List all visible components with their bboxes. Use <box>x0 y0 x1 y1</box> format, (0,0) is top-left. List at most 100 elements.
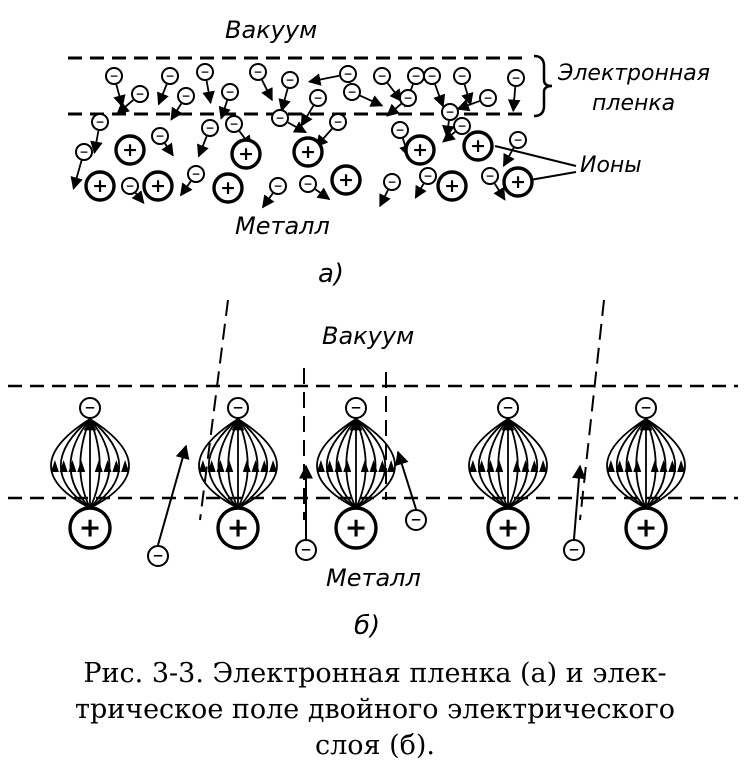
electron-34: − <box>419 167 437 185</box>
ion-7: + <box>330 164 362 196</box>
free-electron-3-sign: − <box>410 512 421 528</box>
film-brace <box>533 54 553 118</box>
electron-3-sign: − <box>200 65 209 78</box>
electron-27: − <box>151 127 169 145</box>
electron-14-sign: − <box>225 85 234 98</box>
electron-velocity-arrow-28 <box>70 160 83 190</box>
surface-ion-1: + <box>68 506 112 550</box>
free-electron-4: − <box>563 539 585 561</box>
field-arrowhead-3-3 <box>325 460 334 472</box>
field-arrowhead-2-1 <box>225 460 234 472</box>
electron-velocity-arrow-17 <box>386 103 402 117</box>
surface-electron-2: − <box>227 397 249 419</box>
electron-30-sign: − <box>191 167 200 180</box>
field-arrowhead-3-5 <box>360 460 369 472</box>
field-line-2-3 <box>207 418 239 509</box>
field-arrowhead-3-7 <box>378 460 387 472</box>
caption-line-1: Рис. 3-3. Электронная пленка (а) и элек- <box>83 658 667 689</box>
electron-10: − <box>453 67 471 85</box>
ion-7-sign: + <box>338 169 354 191</box>
film-label-line2: пленка <box>592 91 675 116</box>
electron-velocity-arrow-32 <box>314 187 331 200</box>
dipole-cell-1: −+ <box>50 397 130 550</box>
cell-divider-4 <box>579 299 605 521</box>
field-line-5-4 <box>606 418 647 509</box>
panel-b: Вакуум −+−+−+−+−+ −−−− Металл б) <box>8 299 738 641</box>
surface-ion-1-sign: + <box>79 512 102 543</box>
panel-a-metal-label: Металл <box>235 212 330 240</box>
panel-a-particles: −−−−−−−−−−−−−−−−−−−−−−−−−−−−−−−−−−−−++++… <box>70 63 534 209</box>
electron-24-sign: − <box>395 123 404 136</box>
field-line-5-7 <box>645 418 677 509</box>
electron-velocity-arrow-5 <box>278 88 291 112</box>
electron-velocity-arrow-1 <box>113 84 126 108</box>
field-line-3-3 <box>325 418 357 509</box>
electron-36-sign: − <box>445 105 454 118</box>
panel-a: Вакуум Электронная пленка Ионы Металл а)… <box>68 16 710 289</box>
ions-pointer-1 <box>494 145 577 167</box>
field-arrowhead-5-1 <box>633 460 642 472</box>
electron-17: − <box>399 89 417 107</box>
surface-electron-3-sign: − <box>350 400 361 416</box>
electron-24: − <box>391 121 409 139</box>
electron-18-sign: − <box>483 91 492 104</box>
field-arrowhead-2-7 <box>260 460 269 472</box>
surface-electron-1: − <box>79 397 101 419</box>
free-electron-1-sign: − <box>152 548 163 564</box>
electron-21-sign: − <box>275 111 284 124</box>
electron-5-sign: − <box>285 73 294 86</box>
electron-32: − <box>299 175 317 193</box>
dipole-cell-2: −+ <box>198 397 278 550</box>
free-electron-trajectory-3 <box>395 450 417 510</box>
field-arrowhead-1-5 <box>94 460 103 472</box>
field-arrowhead-5-2 <box>624 460 633 472</box>
electron-velocity-arrow-9 <box>433 84 446 108</box>
electron-2: − <box>161 67 179 85</box>
panel-a-vacuum-label: Вакуум <box>225 16 317 44</box>
electron-10-sign: − <box>457 69 466 82</box>
ion-5-sign: + <box>220 177 236 199</box>
field-arrowhead-1-2 <box>68 460 77 472</box>
electron-31: − <box>269 177 287 195</box>
free-electron-trajectory-1 <box>157 444 190 546</box>
electron-velocity-arrow-29 <box>131 190 145 205</box>
field-arrowhead-5-4 <box>606 460 615 472</box>
electron-19: − <box>91 113 109 131</box>
electron-15-sign: − <box>313 91 322 104</box>
electron-4: − <box>249 63 267 81</box>
electron-8: − <box>407 67 425 85</box>
electron-velocity-arrow-15 <box>300 105 315 127</box>
field-line-3-4 <box>316 418 357 509</box>
field-arrowhead-1-4 <box>50 460 59 472</box>
electron-16: − <box>343 83 361 101</box>
ion-11: + <box>502 166 534 198</box>
surface-electron-4: − <box>497 397 519 419</box>
electron-velocity-arrow-33 <box>379 189 391 208</box>
ion-6-sign: + <box>300 141 316 163</box>
electron-velocity-arrow-4 <box>261 79 273 102</box>
ion-10-sign: + <box>470 135 486 157</box>
ion-1: + <box>114 134 146 166</box>
electron-8-sign: − <box>411 69 420 82</box>
electron-30: − <box>187 165 205 183</box>
electron-4-sign: − <box>253 65 262 78</box>
electron-velocity-arrow-18 <box>456 99 480 112</box>
electron-1-sign: − <box>109 69 118 82</box>
electron-7: − <box>373 67 391 85</box>
electron-23-sign: − <box>457 119 466 132</box>
surface-electron-2-sign: − <box>232 400 243 416</box>
field-line-1-4 <box>50 418 91 509</box>
ions-label: Ионы <box>580 153 642 178</box>
panel-b-label: б) <box>354 611 380 641</box>
ion-9-sign: + <box>444 175 460 197</box>
electron-7-sign: − <box>377 69 386 82</box>
electron-velocity-arrow-2 <box>157 84 169 106</box>
field-arrowhead-4-7 <box>530 460 539 472</box>
field-arrowhead-1-3 <box>59 460 68 472</box>
field-line-3-8 <box>355 418 396 509</box>
field-arrowhead-5-3 <box>615 460 624 472</box>
surface-ion-4: + <box>486 506 530 550</box>
electron-velocity-arrow-27 <box>161 142 174 157</box>
field-arrowhead-1-1 <box>77 460 86 472</box>
